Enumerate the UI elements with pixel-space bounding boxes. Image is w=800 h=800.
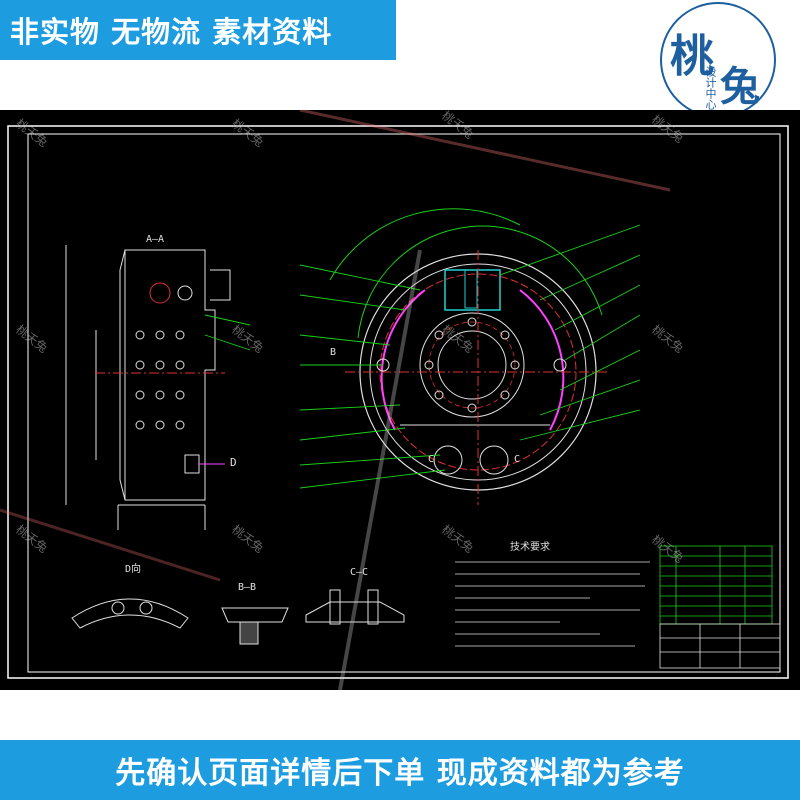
label-section-aa: A—A: [146, 234, 164, 245]
top-banner-text: 非实物 无物流 素材资料: [10, 15, 333, 49]
aa-rim: [119, 249, 126, 501]
hub-bolts: [424, 317, 520, 413]
aa-bolt-2: [177, 285, 193, 301]
top-banner: 非实物 无物流 素材资料: [0, 0, 396, 60]
cc-section: [305, 589, 405, 625]
d-view-outline: [71, 598, 189, 629]
watermark-stroke-1: [299, 110, 671, 192]
tech-requirements-lines: [455, 561, 650, 647]
label-b-mark: B: [330, 347, 336, 358]
aa-hub-outline: [124, 249, 216, 501]
wheel-cylinder: [444, 269, 501, 311]
aa-nut: [184, 454, 200, 474]
parts-list: [659, 545, 773, 625]
hub-outer: [419, 312, 525, 418]
outer-frame: [7, 125, 789, 679]
aa-clamp: [210, 269, 231, 301]
bottom-banner: 先确认页面详情后下单 现成资料都为参考: [0, 740, 800, 800]
label-section-cc: C—C: [350, 567, 368, 578]
hub-bore: [437, 330, 507, 400]
watermark-stroke-2: [0, 508, 221, 582]
label-d-view: D向: [125, 562, 141, 575]
right-brake-shoe: [519, 289, 565, 431]
label-c-mark-right: C: [514, 454, 520, 465]
section-aa-view: [65, 245, 231, 530]
title-block: [659, 623, 781, 669]
left-brake-shoe: [380, 289, 426, 431]
spring-pin-right: [553, 358, 567, 372]
tech-requirements-title: 技术要求: [510, 540, 550, 553]
adjuster-right: [479, 445, 509, 475]
label-c-mark-left: C: [428, 454, 434, 465]
logo-char-1: 桃: [670, 31, 714, 82]
label-d-mark: D: [230, 456, 237, 469]
d-view: [71, 598, 189, 629]
cad-drawing: A—A D: [0, 110, 800, 690]
logo-char-2: 兔: [720, 63, 760, 110]
logo-subtitle: 设计中心: [704, 66, 717, 110]
bb-section: [221, 607, 289, 645]
leader-lines: [204, 224, 641, 489]
inner-frame: [27, 133, 781, 673]
bottom-banner-text: 先确认页面详情后下单 现成资料都为参考: [115, 756, 685, 791]
aa-bolt-1: [149, 282, 171, 304]
aa-hole-pattern: [135, 330, 185, 430]
cylinder-piston: [464, 269, 478, 309]
brand-logo: 桃 兔 设计中心: [660, 2, 776, 118]
label-section-bb: B—B: [238, 582, 256, 593]
watermark-stroke-3: [338, 249, 422, 690]
swing-arc-outer: [357, 225, 603, 339]
logo-circle: [660, 2, 776, 118]
swing-arc-top: [329, 208, 521, 281]
cad-drawing-svg: A—A D: [0, 110, 789, 690]
bolt-circle: [428, 321, 516, 409]
adjuster-left: [433, 445, 463, 475]
